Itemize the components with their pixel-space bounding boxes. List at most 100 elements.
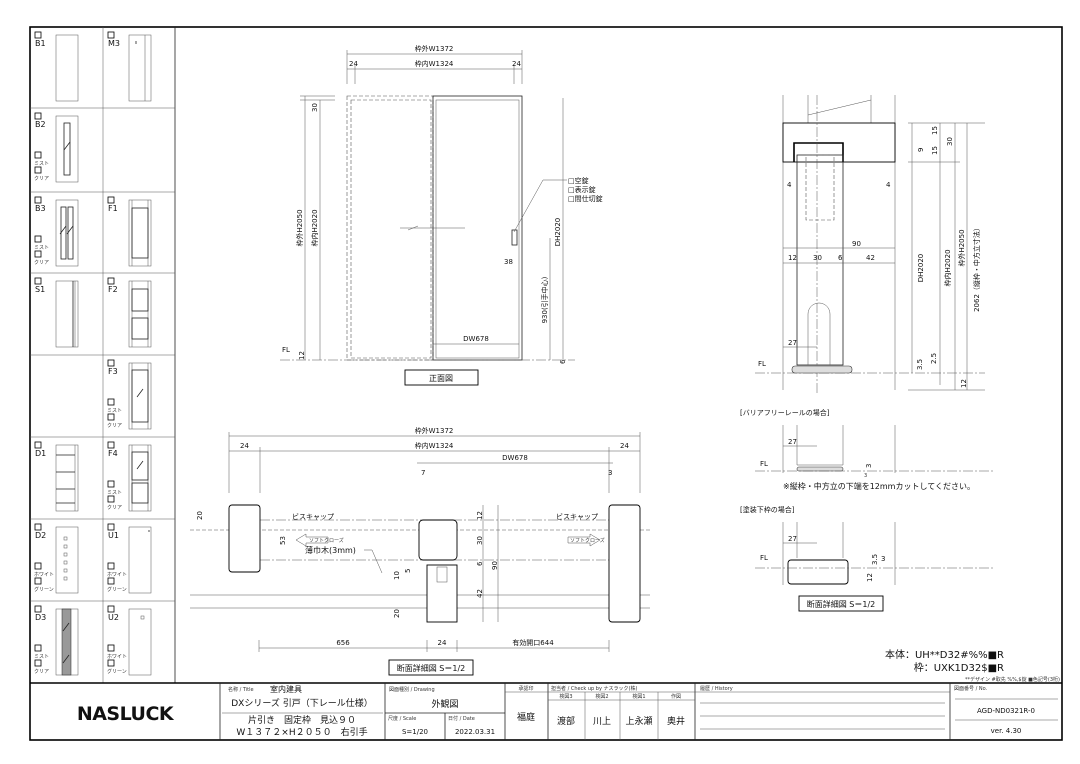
option-checkbox[interactable] bbox=[34, 166, 42, 174]
variant-code: B3 bbox=[35, 204, 46, 213]
title-line-4: W１３７２×H２０５０ 右引手 bbox=[236, 726, 367, 738]
checker-role: 検図3 bbox=[559, 693, 572, 700]
checker-name: 川上 bbox=[593, 716, 611, 727]
sheet-border bbox=[29, 26, 1063, 741]
sec-fl: FL bbox=[758, 360, 766, 368]
side-dim-right: 24 bbox=[512, 60, 521, 68]
variant-code: F4 bbox=[108, 449, 118, 458]
variant-code: B1 bbox=[35, 39, 46, 48]
baseboard-label: 薄巾木(3mm) bbox=[305, 545, 356, 555]
variant-code: D1 bbox=[35, 449, 46, 458]
variant-d1[interactable]: D1 bbox=[34, 441, 79, 512]
outer-width-dim: 枠外W1372 bbox=[415, 44, 454, 53]
variant-code: F2 bbox=[108, 285, 118, 294]
title-block: NASLUCK 名称 / Title 室内建具 DXシリーズ 引戸（下レール仕様… bbox=[30, 682, 1062, 740]
checkbox[interactable] bbox=[107, 605, 115, 613]
scale-header: 尺度 / Scale bbox=[388, 715, 416, 722]
variant-f2[interactable]: F2 bbox=[107, 277, 152, 348]
checkbox[interactable] bbox=[107, 31, 115, 39]
painted-fl: FL bbox=[760, 554, 768, 562]
handle-height-dim: 930(引手中心) bbox=[540, 276, 549, 323]
checkbox[interactable] bbox=[34, 605, 42, 613]
handle-dim: 38 bbox=[504, 258, 513, 266]
vertical-section: 90 12 30 6 42 4 4 27 FL 15 9 15 30 DH202… bbox=[755, 95, 985, 395]
code-legend: **デザイン #取先 %%,$錠 ■色記号(3桁) bbox=[965, 676, 1060, 683]
option-checkbox[interactable] bbox=[107, 659, 115, 667]
barrier-dim-3b: 3 bbox=[864, 473, 867, 479]
door-thumbnail bbox=[55, 115, 79, 183]
checkbox[interactable] bbox=[34, 31, 42, 39]
checkbox[interactable] bbox=[34, 277, 42, 285]
option-checkbox[interactable] bbox=[107, 577, 115, 585]
option-checkbox[interactable] bbox=[34, 235, 42, 243]
sec-outer-height: 枠外H2050 bbox=[957, 229, 966, 266]
door-thumbnail bbox=[128, 280, 152, 348]
checkbox[interactable] bbox=[107, 277, 115, 285]
option-checkbox[interactable] bbox=[107, 398, 115, 406]
approver-name: 福庭 bbox=[517, 711, 535, 723]
door-height-dim: DH2020 bbox=[554, 218, 562, 246]
plan-section: 枠外W1372 枠内W1324 24 24 DW678 7 3 ソフトクローズ … bbox=[190, 426, 650, 676]
plan-dim-42: 42 bbox=[476, 589, 484, 598]
checkbox[interactable] bbox=[107, 196, 115, 204]
soft-close-right: ソフトクローズ bbox=[570, 537, 605, 544]
detail-section-label: 断面詳細図 S＝1/2 bbox=[807, 599, 876, 609]
option-checkbox[interactable] bbox=[107, 495, 115, 503]
sec-dim-9: 9 bbox=[917, 148, 925, 152]
option-label: グリーン bbox=[107, 586, 127, 593]
barrier-dim-3: 3 bbox=[865, 464, 873, 468]
checkbox[interactable] bbox=[34, 112, 42, 120]
option-checkbox[interactable] bbox=[34, 577, 42, 585]
checkbox[interactable] bbox=[107, 523, 115, 531]
variant-m3[interactable]: M3 bbox=[107, 31, 152, 102]
option-checkbox[interactable] bbox=[107, 644, 115, 652]
option-checkbox[interactable] bbox=[107, 562, 115, 570]
option-checkbox[interactable] bbox=[107, 480, 115, 488]
check-header: 担当者 / Check up by ナスラック(株) bbox=[551, 685, 637, 692]
barrier-free-title: [バリアフリーレールの場合] bbox=[740, 408, 830, 417]
plan-dim-90: 90 bbox=[491, 561, 499, 570]
door-thumbnail bbox=[55, 444, 79, 512]
option-checkbox[interactable] bbox=[34, 151, 42, 159]
plan-inner-width: 枠内W1324 bbox=[415, 441, 454, 450]
front-view-label: 正面図 bbox=[429, 374, 453, 383]
sec-dim-3-5: 3.5 bbox=[916, 359, 924, 370]
checkbox[interactable] bbox=[107, 359, 115, 367]
nasluck-logo: NASLUCK bbox=[77, 703, 175, 725]
option-checkbox[interactable] bbox=[107, 413, 115, 421]
option-label: ミスト bbox=[34, 654, 49, 660]
option-checkbox[interactable] bbox=[34, 659, 42, 667]
version: ver. 4.30 bbox=[991, 727, 1022, 735]
variant-f1[interactable]: F1 bbox=[107, 196, 152, 267]
option-label: ホワイト bbox=[34, 572, 54, 578]
checkbox[interactable] bbox=[107, 441, 115, 449]
checkbox[interactable] bbox=[34, 196, 42, 204]
drawing-type: 外観図 bbox=[431, 698, 458, 710]
variant-b1[interactable]: B1 bbox=[34, 31, 79, 102]
checker-name: 上永瀬 bbox=[625, 715, 652, 727]
option-checkbox[interactable] bbox=[34, 644, 42, 652]
option-checkbox[interactable] bbox=[34, 250, 42, 258]
outer-height-dim: 枠外H2050 bbox=[295, 209, 304, 246]
option-label: グリーン bbox=[107, 668, 127, 675]
plan-dim-53: 53 bbox=[279, 536, 287, 545]
option-checkbox[interactable] bbox=[34, 562, 42, 570]
variant-code: S1 bbox=[35, 285, 45, 294]
plan-door-width: DW678 bbox=[502, 454, 528, 462]
painted-dim-12: 12 bbox=[866, 573, 874, 582]
variant-s1[interactable]: S1 bbox=[34, 277, 79, 348]
sec-2062: 2062（縦枠・中方立寸法） bbox=[972, 224, 981, 312]
bottom-details: [バリアフリーレールの場合] 27 FL 3 3 ※縦枠・中方立の下端を12mm… bbox=[740, 408, 995, 612]
checkbox[interactable] bbox=[34, 441, 42, 449]
door-thumbnail bbox=[128, 444, 152, 512]
checkbox[interactable] bbox=[34, 523, 42, 531]
door-thumbnail bbox=[55, 34, 79, 102]
